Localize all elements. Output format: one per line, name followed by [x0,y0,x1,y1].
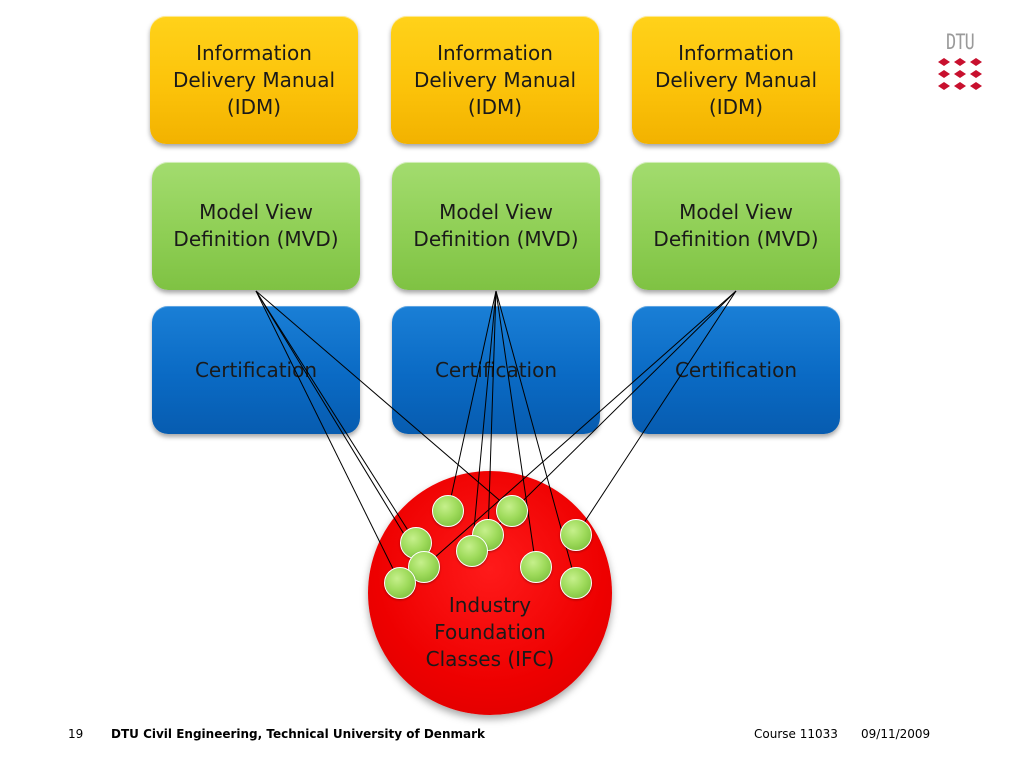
dtu-logo: DTU [936,30,984,94]
ifc-node [520,551,552,583]
footer-page-number: 19 [68,727,84,741]
idm-box-2: Information Delivery Manual (IDM) [391,16,599,144]
certification-box-3: Certification [632,306,840,434]
mvd-box-2: Model View Definition (MVD) [392,162,600,290]
dtu-logo-text: DTU [946,30,975,54]
certification-box-1: Certification [152,306,360,434]
ifc-node [432,495,464,527]
ifc-node [560,519,592,551]
footer-date: 09/11/2009 [861,727,931,741]
ifc-node [496,495,528,527]
mvd-box-1: Model View Definition (MVD) [152,162,360,290]
idm-box-1: Information Delivery Manual (IDM) [150,16,358,144]
ifc-node [384,567,416,599]
ifc-node [456,535,488,567]
mvd-box-3: Model View Definition (MVD) [632,162,840,290]
footer-course: Course 11033 [754,727,838,741]
dtu-logo-emblem [938,58,982,90]
ifc-node [560,567,592,599]
footer-organization: DTU Civil Engineering, Technical Univers… [111,727,485,741]
ifc-label: Industry Foundation Classes (IFC) [425,593,555,671]
certification-box-2: Certification [392,306,600,434]
idm-box-3: Information Delivery Manual (IDM) [632,16,840,144]
